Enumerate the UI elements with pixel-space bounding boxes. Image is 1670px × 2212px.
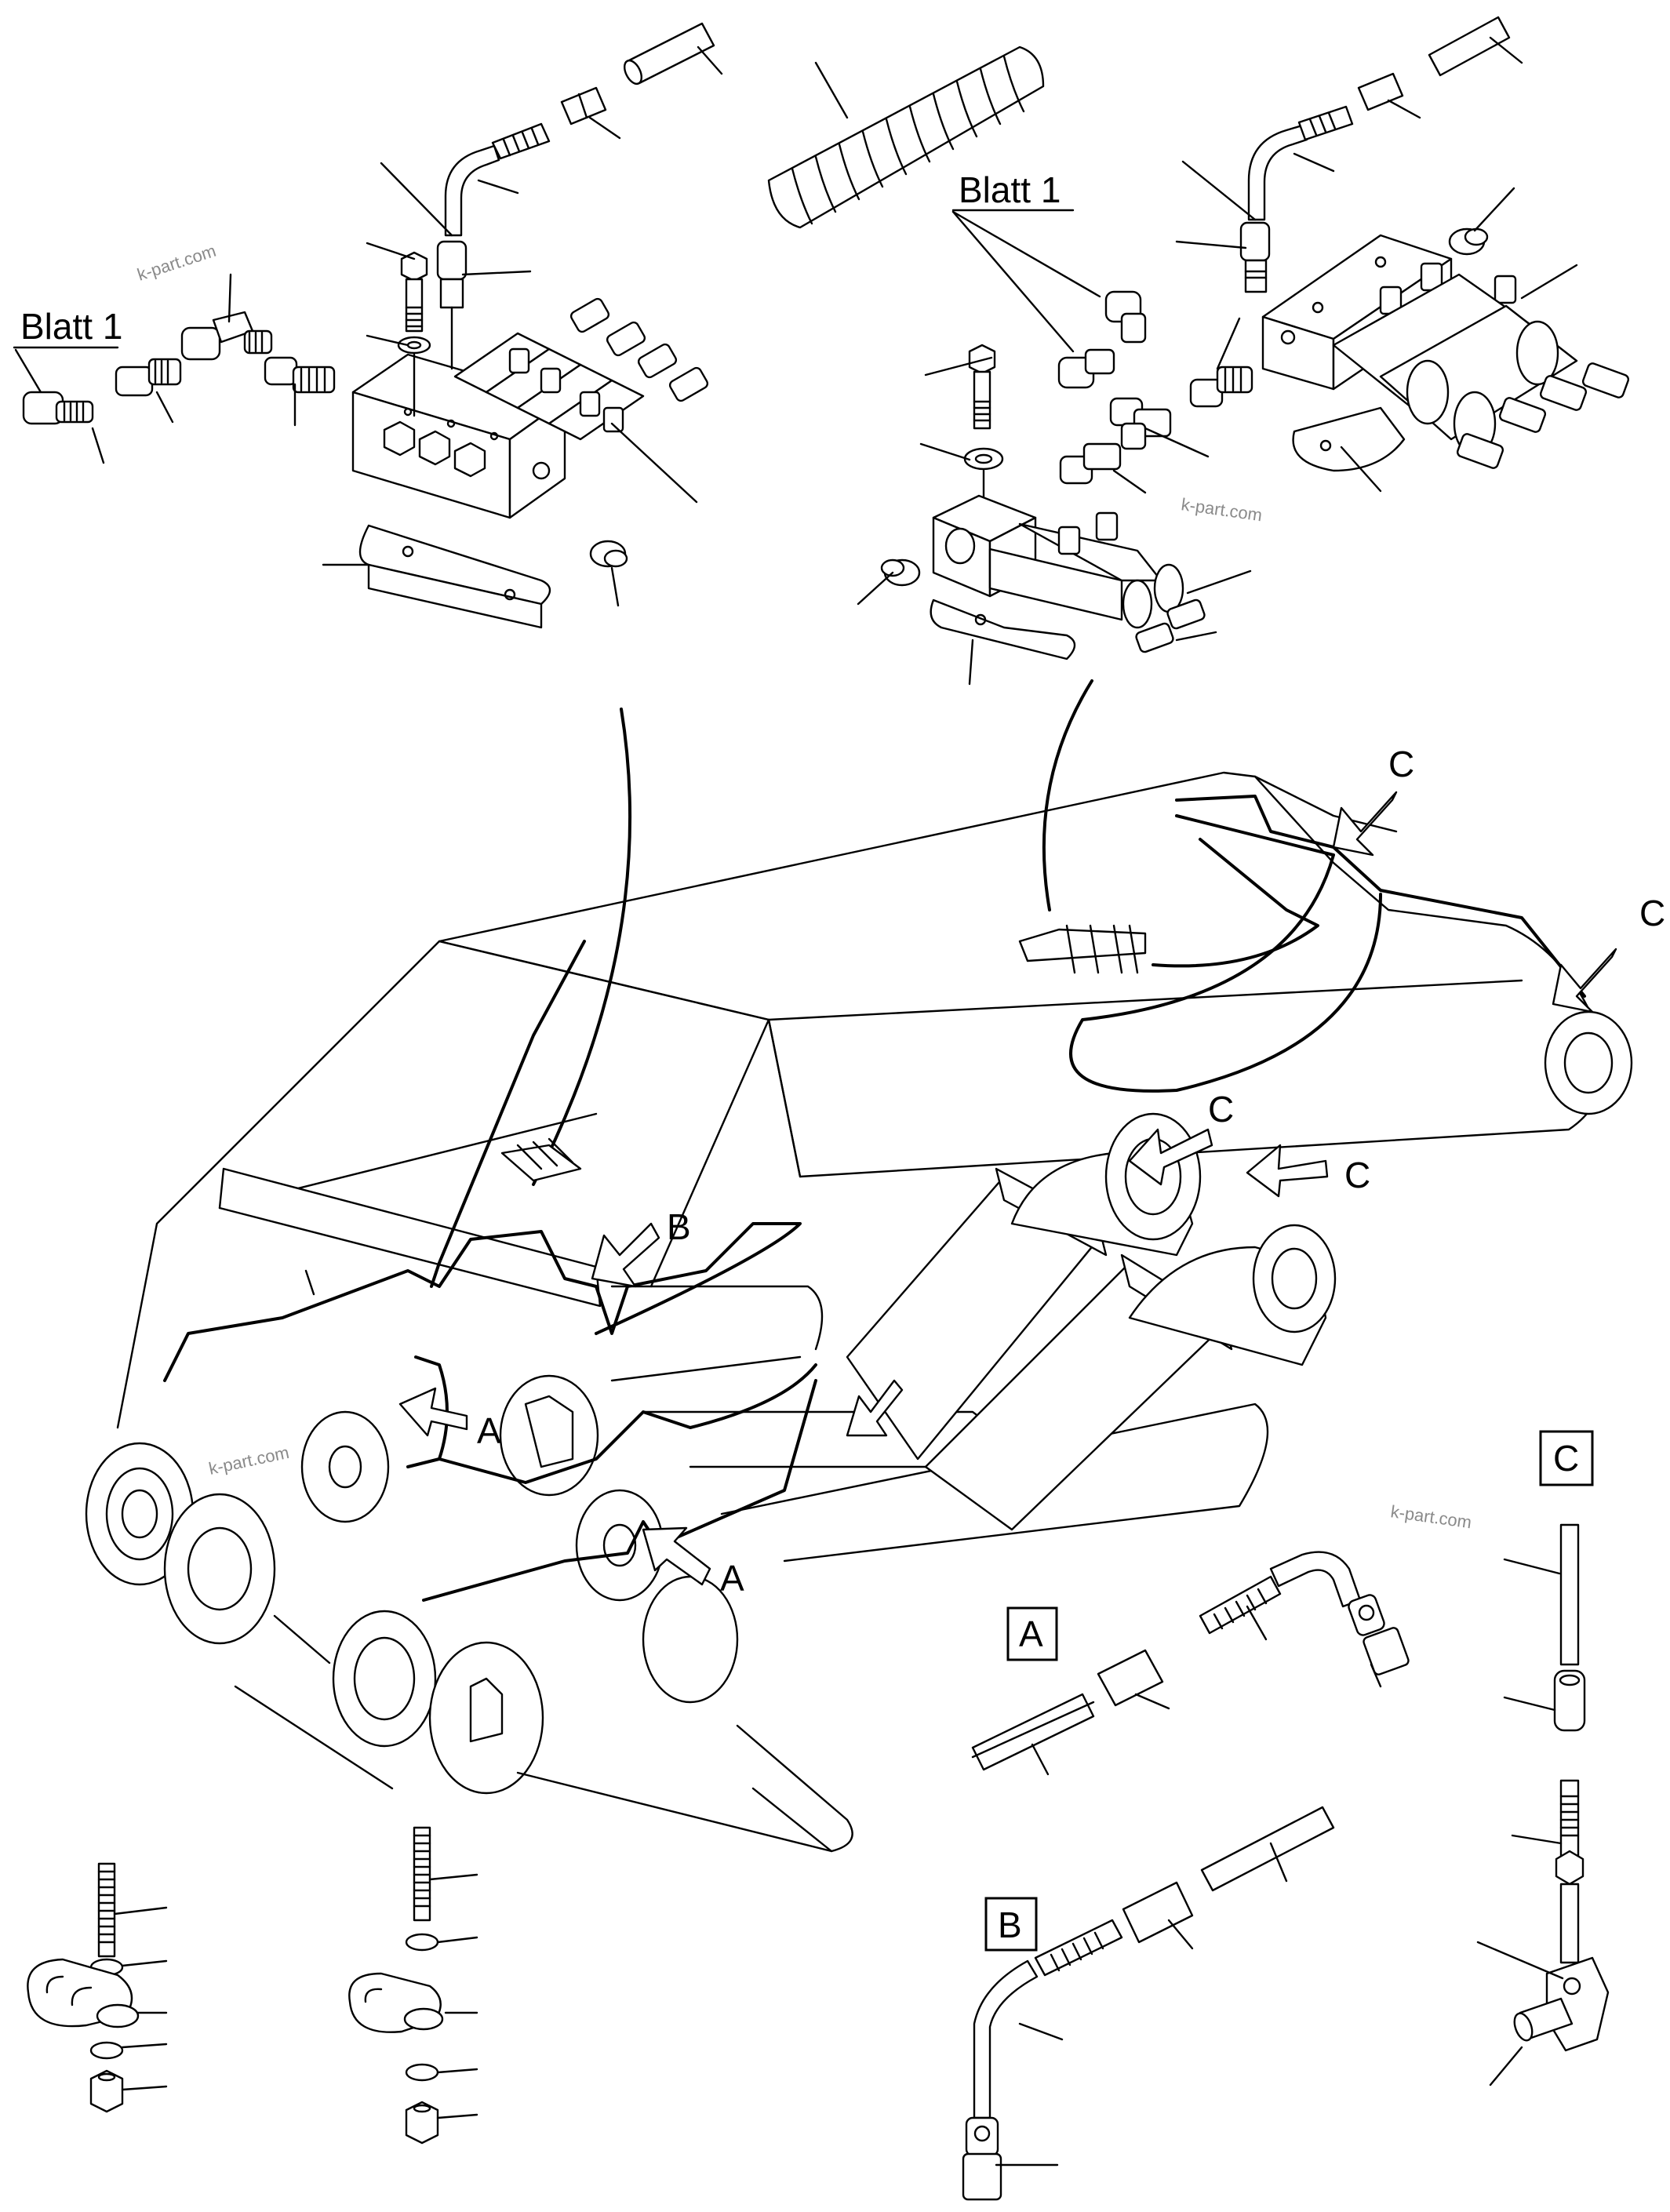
callout-label-a: A (477, 1410, 501, 1451)
bolt-right (963, 344, 1004, 511)
callout-arrow-c3: C (1128, 1089, 1234, 1186)
distributor-block-left (351, 297, 709, 519)
hose-clamp-assembly-2 (348, 1826, 478, 2145)
threaded-nipple-left (491, 122, 551, 160)
detail-view-b: B (962, 1806, 1335, 2201)
bent-tube-left (444, 144, 500, 237)
callout-arrow-c2: C (1552, 893, 1665, 1013)
straight-fitting-detail-a (1348, 1594, 1410, 1675)
bent-tube-detail-b (973, 1959, 1039, 2119)
hose-clamp-assembly-1 (27, 1862, 168, 2113)
sheet-reference-right: Blatt 1 (959, 169, 1061, 210)
watermark: k-part.com (207, 1443, 291, 1479)
washer-3 (405, 1933, 439, 1952)
callout-arrow-b: B (591, 1206, 691, 1288)
callout-label-c: C (1639, 893, 1665, 933)
distributor-block-right-large (1261, 227, 1630, 472)
washer-2 (89, 2041, 124, 2060)
union-fitting-left (115, 358, 182, 397)
boom-assembly: C C C C B A A (85, 744, 1665, 1853)
watermark: k-part.com (1180, 494, 1263, 525)
reducer-fitting-right (1059, 442, 1122, 485)
boom-end-pin (1544, 1010, 1633, 1115)
mounted-distributor-lower (500, 1137, 582, 1182)
detail-view-a: A (971, 1551, 1410, 1776)
leader-lines-right (857, 36, 1578, 686)
mounting-plate-left (358, 524, 551, 629)
reducer-fitting-left (264, 356, 336, 394)
detail-label-b: B (998, 1905, 1022, 1945)
sleeve-nut-left (560, 86, 607, 126)
stud-2 (413, 1826, 431, 1922)
sleeve-nut-detail-a (1097, 1649, 1164, 1707)
lubrication-block-right-assembly: Blatt 1 (857, 16, 1630, 686)
hose-right-top (1428, 16, 1511, 77)
metering-valves-left (453, 297, 709, 441)
threaded-nipple-right (1297, 105, 1354, 141)
nut-1 (89, 2069, 124, 2113)
plug-left (589, 540, 628, 568)
detail-label-a: A (1019, 1614, 1043, 1654)
clamp-1 (27, 1958, 140, 2028)
callout-arrow-a1: A (398, 1387, 501, 1451)
boom-top-plate (218, 1167, 602, 1308)
sleeve-nut-detail-b (1122, 1881, 1194, 1944)
plug-right-front (880, 558, 921, 587)
tee-fitting-left (180, 311, 273, 361)
connector-curve-right (1042, 679, 1093, 911)
clamp-2 (348, 1972, 444, 2033)
union-fitting-right (1189, 366, 1253, 408)
threaded-nipple-detail-c (1555, 1779, 1584, 1886)
callout-arrow-c4: C (1246, 1144, 1370, 1198)
elbow-fitting-detail-c (1513, 1956, 1610, 2052)
spiral-wrap-hose (767, 45, 1045, 229)
distributor-block-right-small (930, 494, 1206, 660)
connector-curve-left (532, 708, 632, 1186)
nut-2 (405, 2101, 439, 2145)
callout-label-c: C (1344, 1155, 1370, 1195)
callout-label-a: A (720, 1558, 744, 1599)
bolt-left (397, 251, 431, 417)
watermark: k-part.com (1389, 1501, 1472, 1532)
callout-label-b: B (667, 1206, 691, 1247)
hose-detail-a (971, 1693, 1095, 1771)
elbow-fitting-left (22, 391, 94, 425)
threaded-nipple-detail-b (1034, 1919, 1123, 1977)
tee-fitting-right (1109, 397, 1172, 450)
stud-1 (97, 1862, 116, 1958)
detail-label-c: C (1553, 1438, 1579, 1479)
leader-lines-left (91, 45, 723, 607)
straight-fitting-left-top (436, 240, 468, 370)
hydraulic-cylinders (846, 1112, 1337, 1531)
hose-detail-b (1200, 1806, 1335, 1892)
callout-arrow-a2: A (642, 1526, 744, 1599)
callout-label-c: C (1208, 1089, 1234, 1130)
callout-label-c: C (1388, 744, 1414, 784)
cylinder-eye-row (85, 1374, 739, 1795)
straight-fitting-detail-b (962, 2116, 1002, 2201)
callout-arrow-unlabeled (846, 1379, 904, 1437)
bent-tube-detail-a (1269, 1551, 1362, 1608)
sheet-reference-left: Blatt 1 (20, 306, 122, 347)
straight-fitting-right-top (1239, 221, 1271, 293)
mounted-distributor-upper (1018, 924, 1147, 974)
threaded-nipple-detail-a (1199, 1575, 1282, 1635)
callout-arrow-c1: C (1332, 744, 1414, 857)
lubrication-block-left-assembly: Blatt 1 (13, 22, 723, 629)
elbow-fittings-right (1057, 290, 1147, 389)
bent-tube-right (1247, 124, 1308, 221)
watermark: k-part.com (135, 241, 219, 285)
sleeve-nut-detail-c (1553, 1669, 1586, 1732)
detail-view-c: C (1476, 1430, 1610, 2086)
sleeve-nut-right (1357, 72, 1404, 111)
washer-4 (405, 2063, 439, 2082)
tube-detail-c (1559, 1523, 1580, 1666)
